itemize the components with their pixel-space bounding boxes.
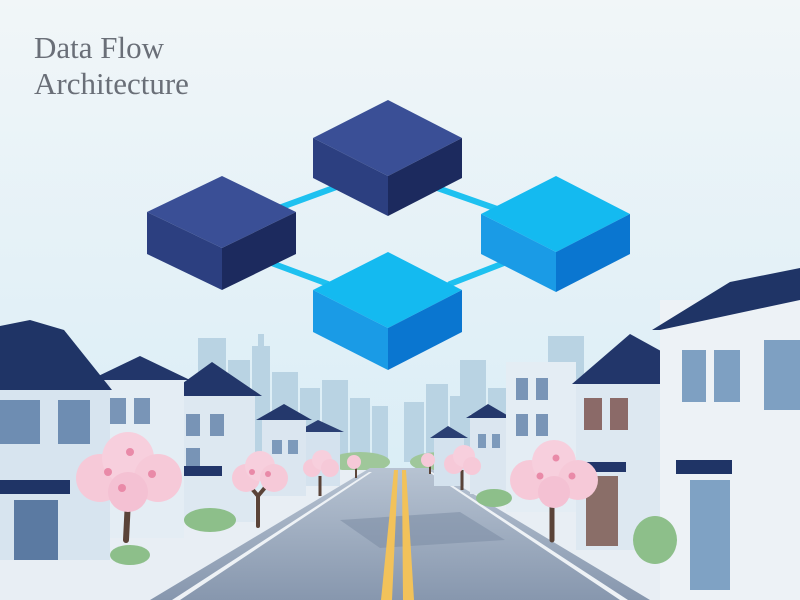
tree-left-mid [232,451,288,528]
tree-right-mid [421,445,481,490]
road-edge-left [172,472,372,600]
tree-right-near [510,440,598,543]
road-shadow [340,512,505,548]
tree-left-far [303,450,361,496]
road-center-line-left [381,470,398,600]
blossom-trees [76,432,598,543]
road-center-line-right [402,470,414,600]
road-edge-right [429,472,628,600]
tree-left-near [76,432,182,543]
page-title: Data Flow Architecture [34,30,189,102]
diagram-node-top [313,100,462,216]
title-line-2: Architecture [34,66,189,101]
diagram-node-right [481,176,630,292]
right-street-houses [430,268,800,600]
diagram-node-left [147,176,296,290]
bushes [110,489,677,565]
title-line-1: Data Flow [34,30,165,65]
diagram-node-bottom [313,252,462,370]
